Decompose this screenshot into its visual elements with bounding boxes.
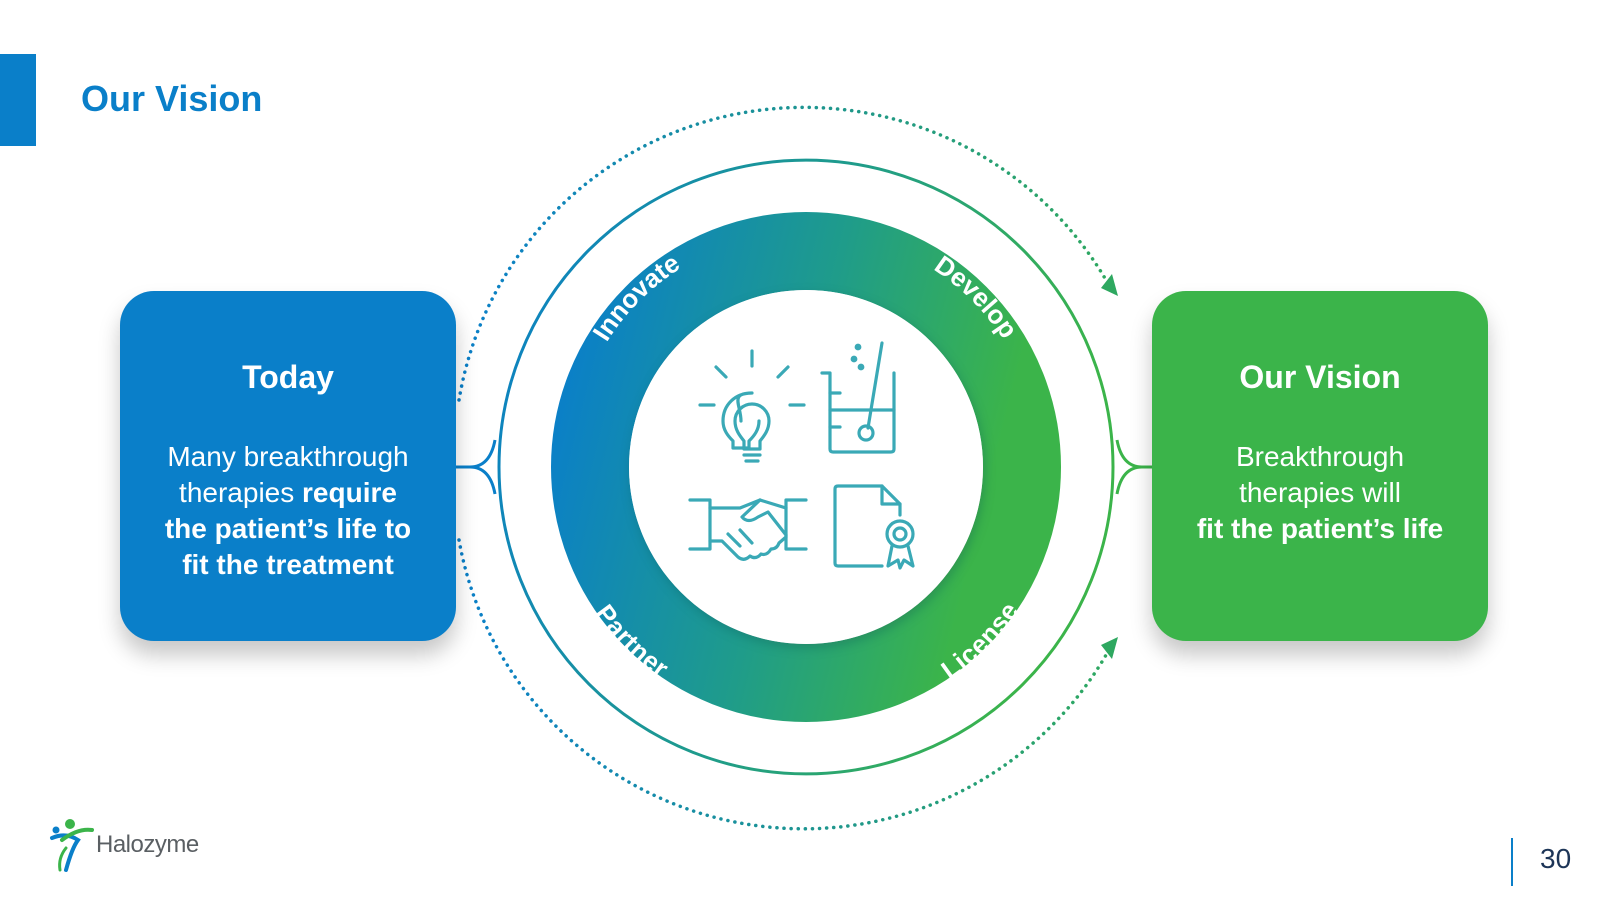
today-body-line: fit the treatment [120,547,456,583]
arrowhead-bottom [1101,637,1118,659]
arrowhead-top [1101,274,1118,296]
inner-disk [629,290,983,644]
logo-text: Halozyme [96,831,199,858]
segment-label-develop: Develop [929,249,1023,343]
dotted-arrow-top [457,105,1112,402]
cycle-ring [551,212,1061,722]
vision-body-emphasis: fit the patient’s life [1196,513,1444,544]
page-number-divider [1511,838,1513,886]
beaker-icon [820,341,896,454]
vision-body-line: fit the patient’s life [1152,511,1488,547]
today-body: Many breakthrough therapies require the … [120,439,456,583]
today-body-emphasis: fit the treatment [182,549,394,580]
dotted-arrow-bottom [457,538,1112,831]
certificate-document-icon [833,484,915,570]
halozyme-logo: Halozyme [48,818,199,872]
today-body-line: the patient’s life to [120,511,456,547]
today-body-emphasis: the patient’s life to [164,513,412,544]
today-heading: Today [242,359,334,395]
vision-body: Breakthrough therapies will fit the pati… [1152,439,1488,547]
today-body-line: Many breakthrough [167,441,409,472]
connector-right [1115,439,1157,495]
today-body-text: therapies [179,477,303,508]
vision-card: Our Vision Breakthrough therapies will f… [1152,291,1488,641]
halozyme-mark-icon [50,819,94,872]
vision-heading: Our Vision [1239,359,1401,395]
lightbulb-icon [698,349,806,463]
connector-ring [497,158,1115,776]
segment-label-partner: Partner [590,599,675,684]
segment-label-innovate: Innovate [586,248,684,346]
title-accent-bar [0,54,36,146]
connector-left [455,439,497,495]
segment-label-license: License [935,596,1024,685]
today-body-line: therapies require [120,475,456,511]
vision-body-line: therapies will [1239,477,1401,508]
vision-body-line: Breakthrough [1235,441,1405,472]
today-card: Today Many breakthrough therapies requir… [120,291,456,641]
page-title: Our Vision [81,78,263,119]
page-number: 30 [1540,843,1572,874]
today-body-emphasis: require [302,477,397,508]
handshake-icon [688,498,808,561]
